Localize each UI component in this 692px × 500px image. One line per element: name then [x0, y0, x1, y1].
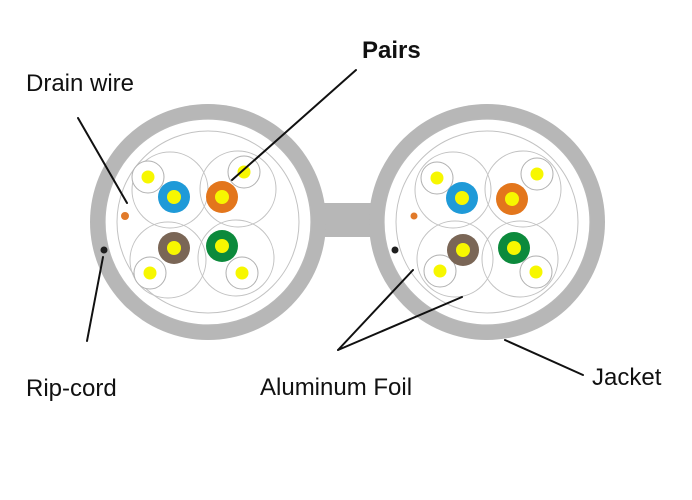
pair-foil — [481, 220, 559, 298]
conductor-core — [141, 170, 155, 184]
conductor-core — [143, 266, 157, 280]
drain-wire-dot — [410, 212, 418, 220]
rip-cord-dot — [100, 246, 108, 254]
conductor-core — [430, 171, 444, 185]
conductor-core — [529, 265, 543, 279]
pair-foil — [197, 219, 275, 297]
leader-line-pairs — [231, 69, 357, 181]
label-aluminum-foil: Aluminum Foil — [260, 374, 412, 401]
conductor-core — [433, 264, 447, 278]
conductor-core — [530, 167, 544, 181]
leader-lines — [77, 69, 584, 376]
conductor-core — [235, 266, 249, 280]
pair-foil — [416, 220, 494, 298]
pair-orange — [484, 150, 562, 228]
leader-line-jacket — [504, 339, 584, 376]
pair-brown — [416, 220, 494, 298]
leader-line-drain-wire — [77, 117, 128, 204]
conductor-core — [237, 165, 251, 179]
inner-sheath — [395, 130, 579, 314]
pair-foil — [414, 151, 492, 229]
pair-orange — [199, 150, 277, 228]
conductor-core — [215, 190, 229, 204]
conductor-core — [456, 243, 470, 257]
pair-foil — [199, 150, 277, 228]
label-pairs: Pairs — [362, 37, 421, 64]
label-jacket: Jacket — [592, 364, 662, 391]
cable-right — [369, 104, 605, 340]
pair-foil — [129, 221, 207, 299]
pair-foil — [484, 150, 562, 228]
conductor-core — [455, 191, 469, 205]
rip-cord-dot — [391, 246, 399, 254]
pair-green — [481, 220, 559, 298]
pair-brown — [129, 221, 207, 299]
conductor-core — [167, 241, 181, 255]
leader-line-rip-cord — [86, 256, 104, 342]
conductor-core — [167, 190, 181, 204]
conductor-core — [505, 192, 519, 206]
pair-blue — [414, 151, 492, 229]
pair-green — [197, 219, 275, 297]
leader-line-foil-left — [337, 269, 414, 351]
conductor-core — [507, 241, 521, 255]
label-rip-cord: Rip-cord — [26, 375, 117, 402]
cable-left — [90, 104, 326, 340]
conductor-core — [215, 239, 229, 253]
drain-wire-dot — [121, 212, 129, 220]
leader-line-foil-right — [337, 296, 463, 351]
label-drain-wire: Drain wire — [26, 70, 134, 97]
